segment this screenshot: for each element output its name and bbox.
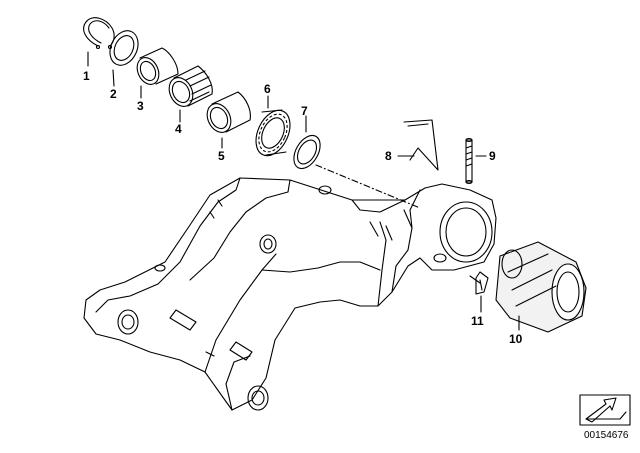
circlip: [83, 17, 115, 50]
sleeve: [136, 47, 179, 85]
label-part-4: 4: [175, 122, 182, 136]
label-part-10: 10: [509, 332, 523, 346]
seal-ring: [109, 30, 139, 66]
outer-seal-ring: [293, 134, 321, 170]
ball-bearing: [255, 109, 291, 157]
needle-bearing: [168, 65, 213, 107]
label-part-7: 7: [301, 104, 308, 118]
stud-bolt: [465, 137, 473, 185]
label-part-6: 6: [264, 82, 271, 96]
screw: [469, 271, 489, 295]
label-part-1: 1: [83, 69, 90, 83]
label-part-8: 8: [385, 149, 392, 163]
label-part-5: 5: [218, 149, 225, 163]
reference-number: 00154676: [584, 430, 629, 441]
leader-lines: [87, 51, 520, 331]
spacer-sleeve: [206, 91, 251, 133]
label-part-11: 11: [471, 314, 484, 328]
pivot-cylinder: [495, 241, 587, 333]
spring-clip: [403, 119, 439, 171]
assembly-axis: [315, 164, 421, 209]
swing-arm: [83, 177, 497, 411]
label-part-9: 9: [489, 149, 496, 163]
label-part-3: 3: [137, 99, 144, 113]
corner-symbol: [579, 394, 631, 426]
label-part-2: 2: [110, 87, 117, 101]
